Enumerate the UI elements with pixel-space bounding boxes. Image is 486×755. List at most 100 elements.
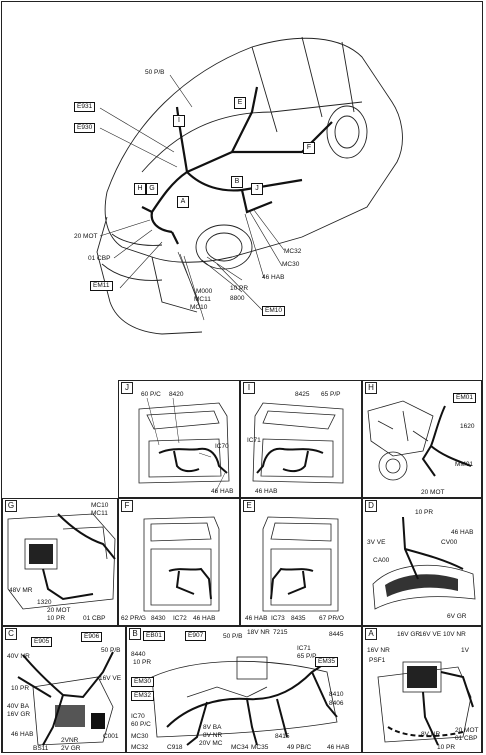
b-label-8445: 8445 — [329, 631, 344, 638]
main-car-view: 50 P/B 20 MOT 01 CBP M000 MC11 MC10 10 P… — [2, 2, 482, 390]
connector-box-em30: EM30 — [131, 677, 154, 687]
detail-panel-f: F 62 PR/G 8430 IC72 46 HAB — [118, 498, 240, 626]
b-label-mc35: MC35 — [251, 744, 269, 751]
detail-panel-g: G MC10 MC11 48V MR 1320 20 MOT 10 PR 01 … — [2, 498, 118, 626]
connector-box-e907: E907 — [185, 631, 207, 641]
connector-box-em10: EM10 — [262, 306, 285, 316]
panel-letter-h: H — [365, 382, 377, 394]
main-label-46hab: 46 HAB — [262, 274, 285, 281]
i-label-8425: 8425 — [295, 391, 310, 398]
main-label-01cbp: 01 CBP — [88, 255, 111, 262]
panel-letter-g: G — [5, 500, 17, 512]
b-label-mc32: MC32 — [131, 744, 149, 751]
a-label-20mot: 20 MOT — [455, 727, 479, 734]
bumper-area-drawing — [372, 516, 476, 610]
a-label-psf1: PSF1 — [369, 657, 386, 664]
c-label-50pb: 50 P/B — [101, 647, 121, 654]
connector-box-e905: E905 — [31, 637, 53, 647]
j-label-ic70: IC70 — [215, 443, 229, 450]
panel-letter-f: F — [121, 500, 133, 512]
detail-tag-b: B — [231, 176, 243, 188]
a-label-10vnr: 10V NR — [443, 631, 466, 638]
main-label-10pr: 10 PR — [230, 285, 249, 292]
c-label-2vgr: 2V GR — [61, 745, 81, 752]
c-label-10pr: 10 PR — [11, 685, 30, 692]
detail-tag-f: F — [303, 142, 315, 154]
g-label-48vmr: 48V MR — [9, 587, 33, 594]
b-label-49pbc: 49 PB/C — [287, 744, 312, 751]
j-label-8420: 8420 — [169, 391, 184, 398]
b-label-mc34: MC34 — [231, 744, 249, 751]
detail-panel-b: B EB01 E907 EM30 EM32 EM35 50 P/B 18V NR… — [126, 626, 362, 753]
detail-panel-a: A 16V NR PSF1 16V GR 16V VE 10V NR 1V 20… — [362, 626, 482, 753]
panel-letter-a: A — [365, 628, 377, 640]
j-label-60pc: 60 P/C — [141, 391, 161, 398]
e-label-67pro: 67 PR/O — [319, 615, 344, 622]
panel-letter-i: I — [243, 382, 255, 394]
i-label-ic71: IC71 — [247, 437, 261, 444]
door-front-right-drawing — [252, 402, 344, 484]
a-label-8vnr: 8V NR — [421, 731, 441, 738]
car-outline-drawing — [96, 36, 403, 335]
c-label-46hab: 46 HAB — [11, 731, 34, 738]
a-label-16vgr: 16V GR — [397, 631, 421, 638]
f-label-8430: 8430 — [151, 615, 166, 622]
b-label-mc30: MC30 — [131, 733, 149, 740]
detail-panel-e: E 46 HAB IC73 8435 67 PR/O — [240, 498, 362, 626]
a-label-10pr: 10 PR — [437, 744, 456, 751]
e-label-46hab: 46 HAB — [245, 615, 268, 622]
d-label-46hab: 46 HAB — [451, 529, 474, 536]
b-label-60pc: 60 P/C — [131, 721, 151, 728]
a-label-16vnr: 16V NR — [367, 647, 390, 654]
door-rear-right-drawing — [262, 516, 339, 612]
j-label-46hab: 46 HAB — [211, 488, 234, 495]
b-label-50pb: 50 P/B — [223, 633, 243, 640]
i-label-65pp: 65 P/P — [321, 391, 341, 398]
main-label-20mot: 20 MOT — [74, 233, 98, 240]
b-label-c918: C918 — [167, 744, 183, 751]
g-label-mc11: MC11 — [91, 510, 108, 517]
main-label-mc11: MC11 — [194, 296, 211, 303]
connector-box-e931: E931 — [74, 102, 96, 112]
d-label-cv00: CV00 — [441, 539, 458, 546]
detail-tag-a: A — [177, 196, 189, 208]
c-label-c001: C001 — [103, 733, 119, 740]
main-label-mc32: MC32 — [284, 248, 302, 255]
b-label-8406: 8406 — [329, 700, 344, 707]
panel-letter-d: D — [365, 500, 377, 512]
b-label-8440: 8440 — [131, 651, 146, 658]
main-label-mc10: MC10 — [190, 304, 208, 311]
c-label-2vnr: 2VNR — [61, 737, 79, 744]
connector-box-em32: EM32 — [131, 691, 154, 701]
f-label-62prg: 62 PR/G — [121, 615, 146, 622]
detail-panel-d: D 10 PR 46 HAB 3V VE CV00 CA00 6V GR — [362, 498, 482, 626]
b-label-18vnr: 18V NR — [247, 629, 270, 636]
battery-area-drawing — [377, 661, 474, 746]
main-label-m000: M000 — [196, 288, 213, 295]
c-label-bs11: BS11 — [33, 745, 49, 752]
connector-box-em35: EM35 — [315, 657, 338, 667]
f-label-ic72: IC72 — [173, 615, 187, 622]
c-label-16vve: 16V VE — [99, 675, 122, 682]
main-label-50pb: 50 P/B — [145, 69, 165, 76]
b-label-8vba: 8V BA — [203, 724, 222, 731]
e-label-8435: 8435 — [291, 615, 306, 622]
g-label-1320: 1320 — [37, 599, 52, 606]
b-label-8415: 8415 — [275, 733, 290, 740]
d-label-6vgr: 6V GR — [447, 613, 467, 620]
panel-letter-j: J — [121, 382, 133, 394]
panel-letter-b: B — [129, 628, 141, 640]
b-label-46hab: 46 HAB — [327, 744, 350, 751]
d-label-10pr: 10 PR — [415, 509, 434, 516]
detail-panel-c: C E905 E906 40V NR 50 P/B 10 PR 16V VE 4… — [2, 626, 126, 753]
panel-letter-e: E — [243, 500, 255, 512]
door-front-left-drawing — [138, 397, 230, 494]
fuse-box-area-drawing — [7, 513, 116, 610]
b-label-ic71: IC71 — [297, 645, 311, 652]
h-label-mm01: MM01 — [455, 461, 474, 468]
detail-tag-e: E — [234, 97, 246, 109]
detail-panel-i: I 8425 65 P/P IC71 46 HAB — [240, 380, 362, 498]
panel-letter-c: C — [5, 628, 17, 640]
c-label-16vgr: 16V GR — [7, 711, 31, 718]
